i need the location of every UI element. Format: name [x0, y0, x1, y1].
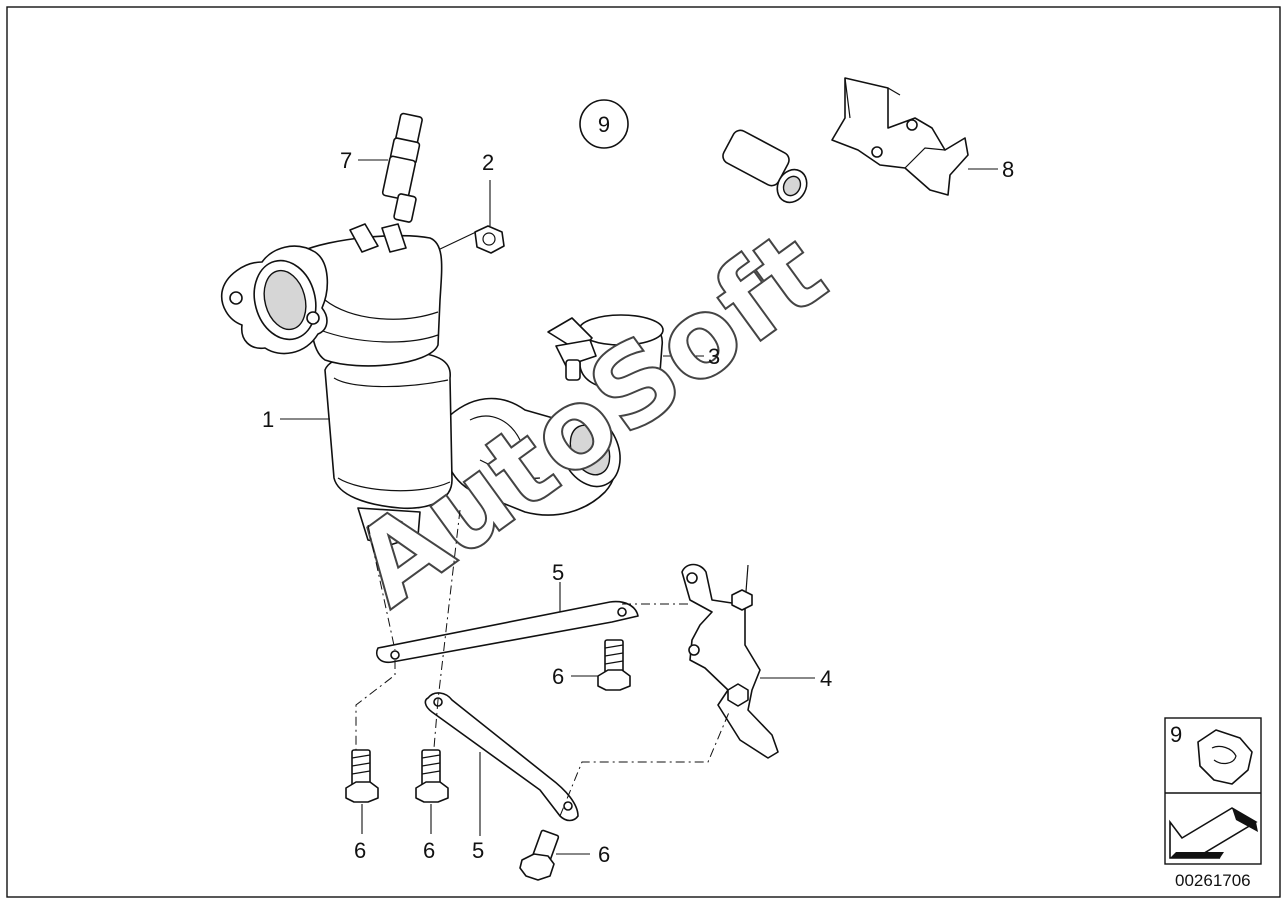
nut-part — [474, 225, 505, 254]
oxygen-sensor-part — [381, 43, 808, 223]
assembly-guide-lines — [355, 509, 731, 817]
bolt-part-3 — [415, 749, 449, 803]
bolt-part-4 — [519, 829, 560, 881]
callout-7-label: 7 — [340, 148, 352, 173]
bolt-part-1 — [597, 639, 631, 691]
callout-6d-label: 6 — [598, 842, 610, 867]
callout-6a-label: 6 — [552, 664, 564, 689]
callout-9-label: 9 — [598, 112, 610, 137]
arrow-icon — [1169, 807, 1258, 859]
legend-box: 9 — [1164, 717, 1262, 865]
callout-8-label: 8 — [1002, 157, 1014, 182]
diagram-frame — [6, 6, 1281, 898]
cable-bracket-part — [831, 77, 969, 196]
callout-5b-label: 5 — [472, 838, 484, 863]
callout-1-label: 1 — [262, 407, 274, 432]
callout-2-label: 2 — [482, 150, 494, 175]
callout-6c-label: 6 — [423, 838, 435, 863]
cable-clip-icon — [1197, 729, 1253, 785]
callout-4-label: 4 — [820, 666, 832, 691]
callout-6b-label: 6 — [354, 838, 366, 863]
bolt-part-2 — [345, 749, 379, 803]
mounting-bracket-part — [681, 563, 779, 759]
callout-3-label: 3 — [708, 344, 720, 369]
callout-5a-label: 5 — [552, 560, 564, 585]
legend-9-label: 9 — [1170, 722, 1182, 747]
support-strap-upper-part — [376, 600, 639, 664]
support-strap-lower-part — [424, 692, 579, 822]
drawing-number: 00261706 — [1175, 871, 1251, 890]
pipe-clamp-part — [547, 314, 664, 392]
catalytic-converter-part — [220, 223, 621, 546]
callout-circle-9: 9 — [579, 99, 629, 149]
